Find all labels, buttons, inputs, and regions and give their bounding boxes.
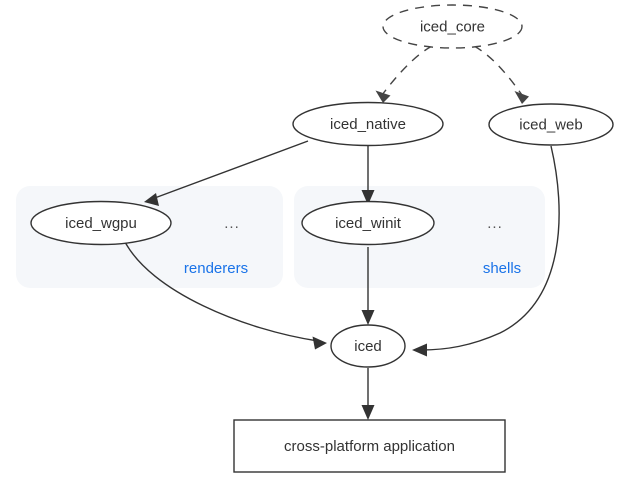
node-iced_wgpu[interactable]: iced_wgpu bbox=[30, 200, 172, 246]
node-iced-label: iced bbox=[354, 338, 382, 355]
cluster-shells-label: shells bbox=[483, 260, 521, 277]
node-iced_web[interactable]: iced_web bbox=[488, 103, 614, 146]
edge-iced_native-to-iced_wgpu bbox=[144, 140, 309, 206]
edge-iced-to-app bbox=[361, 368, 375, 420]
edge-iced_wgpu-to-iced bbox=[123, 239, 327, 350]
node-iced_core-label: iced_core bbox=[420, 18, 485, 35]
node-iced[interactable]: iced bbox=[330, 324, 406, 368]
edge-iced_winit-to-iced bbox=[361, 247, 375, 325]
node-iced_wgpu-label: iced_wgpu bbox=[65, 215, 137, 232]
node-cross-platform-application[interactable]: cross-platform application bbox=[233, 419, 506, 473]
edge-iced_web-to-iced bbox=[412, 145, 560, 357]
node-iced_native-label: iced_native bbox=[330, 116, 406, 133]
node-iced_winit-label: iced_winit bbox=[335, 215, 402, 232]
edge-iced_core-to-iced_web bbox=[473, 45, 529, 104]
cluster-shells-ellipsis: ... bbox=[487, 215, 503, 232]
cluster-renderers-ellipsis: ... bbox=[224, 215, 240, 232]
edge-iced_native-to-iced_winit bbox=[361, 146, 375, 205]
cluster-renderers-label: renderers bbox=[184, 260, 248, 277]
node-iced_web-label: iced_web bbox=[519, 116, 582, 133]
node-app-label: cross-platform application bbox=[284, 438, 455, 455]
node-iced_native[interactable]: iced_native bbox=[292, 101, 444, 147]
edge-iced_core-to-iced_native bbox=[375, 45, 433, 103]
node-iced_winit[interactable]: iced_winit bbox=[301, 200, 435, 246]
node-iced_core[interactable]: iced_core bbox=[382, 4, 523, 49]
